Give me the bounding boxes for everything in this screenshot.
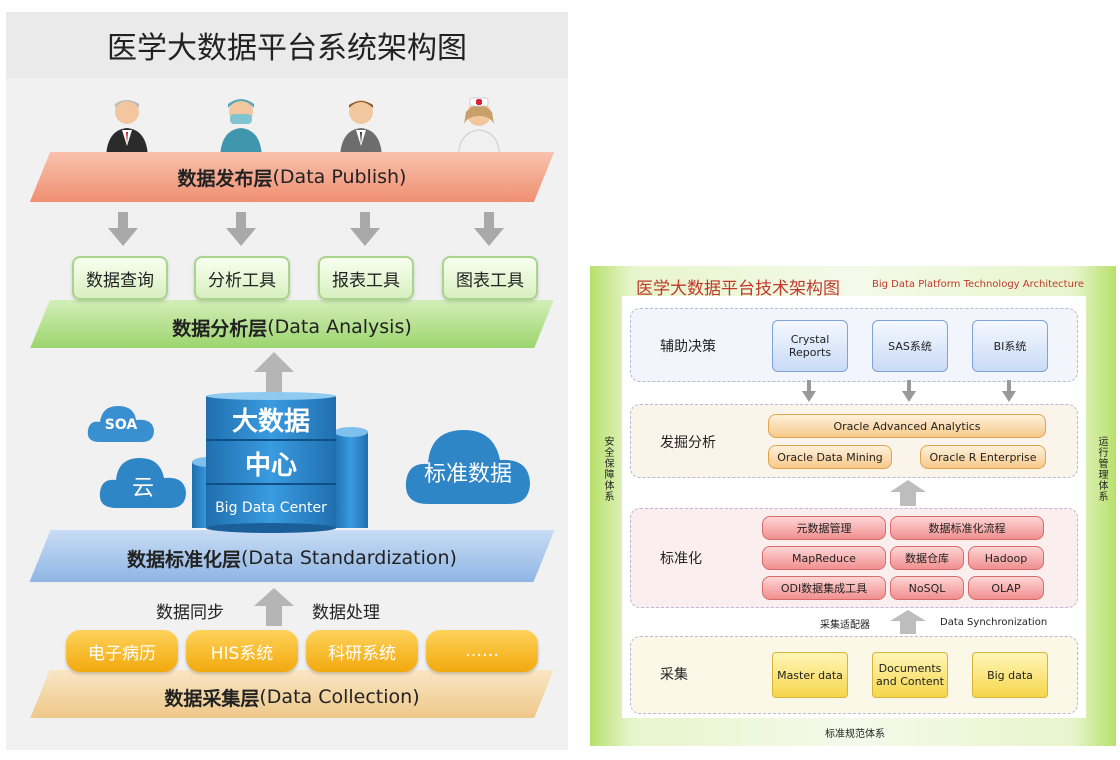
data-publish-layer-en: (Data Publish) (272, 166, 407, 188)
arrow-down-icon (226, 212, 256, 246)
odi-integration-box: ODI数据集成工具 (762, 576, 886, 600)
master-data-box: Master data (772, 652, 848, 698)
security-system-label: 安全保障体系 (602, 436, 613, 502)
oracle-data-mining-box: Oracle Data Mining (768, 445, 892, 469)
arrow-down-icon (902, 380, 916, 402)
big-data-center-database-icon (192, 392, 368, 533)
data-collection-layer-en: (Data Collection) (259, 686, 420, 708)
arrow-down-icon (350, 212, 380, 246)
source-his: HIS系统 (186, 630, 298, 672)
data-synchronization-label: Data Synchronization (940, 617, 1048, 628)
mapreduce-box: MapReduce (762, 546, 886, 570)
olap-box: OLAP (968, 576, 1044, 600)
arrow-down-icon (474, 212, 504, 246)
metadata-management-box: 元数据管理 (762, 516, 886, 540)
arrow-down-icon (1002, 380, 1016, 402)
data-standardization-process-box: 数据标准化流程 (890, 516, 1044, 540)
right-diagram-title: 医学大数据平台技术架构图 (636, 279, 840, 299)
data-standardization-layer-label: 数据标准化层(Data Standardization) (40, 534, 544, 582)
data-warehouse-box: 数据仓库 (890, 546, 964, 570)
arrow-down-icon (108, 212, 138, 246)
arrow-up-icon (890, 480, 926, 506)
data-process-label: 数据处理 (312, 603, 380, 623)
soa-cloud-icon (87, 406, 154, 442)
oracle-advanced-analytics-box: Oracle Advanced Analytics (768, 414, 1046, 438)
collector-adapter-label: 采集适配器 (820, 620, 870, 631)
collect-label: 采集 (660, 667, 688, 683)
data-analysis-layer-cn: 数据分析层 (172, 317, 268, 340)
bi-system-box: BI系统 (972, 320, 1048, 372)
surgeon-person-icon (220, 99, 262, 160)
yun-cloud-icon (99, 458, 186, 508)
crystal-reports-box: Crystal Reports (772, 320, 848, 372)
big-data-center-line2: 中心 (244, 450, 297, 481)
data-standardization-layer-en: (Data Standardization) (241, 547, 457, 569)
big-data-center-line1: 大数据 (231, 406, 310, 437)
big-data-center-line3: Big Data Center (215, 500, 327, 516)
source-more: …… (426, 630, 538, 672)
arrow-down-icon (802, 380, 816, 402)
standard-data-cloud-label: 标准数据 (423, 462, 512, 487)
documents-content-box: Documents and Content (872, 652, 948, 698)
arrow-up-icon (890, 610, 926, 634)
sas-system-box: SAS系统 (872, 320, 948, 372)
tool-analysis: 分析工具 (194, 256, 290, 300)
right-diagram-subtitle: Big Data Platform Technology Architectur… (872, 279, 1084, 290)
data-standardization-layer-cn: 数据标准化层 (127, 548, 242, 571)
arrow-up-icon (254, 588, 294, 626)
source-research: 科研系统 (306, 630, 418, 672)
data-sync-label: 数据同步 (156, 603, 224, 623)
data-collection-layer-label: 数据采集层 (Data Collection) (40, 676, 544, 718)
data-publish-layer-cn: 数据发布层 (177, 167, 273, 190)
operation-system-label: 运行管理体系 (1096, 436, 1107, 502)
nurse-person-icon (457, 97, 501, 160)
decision-label: 辅助决策 (660, 339, 716, 355)
mining-label: 发掘分析 (660, 435, 716, 451)
data-analysis-layer-en: (Data Analysis) (267, 316, 412, 338)
oracle-r-enterprise-box: Oracle R Enterprise (920, 445, 1046, 469)
tool-chart: 图表工具 (442, 256, 538, 300)
standardization-label: 标准化 (660, 551, 702, 567)
soa-cloud-label: SOA (104, 417, 138, 433)
arrow-up-icon (254, 352, 294, 396)
doctor-suit-person-icon (106, 100, 148, 160)
data-collection-layer-cn: 数据采集层 (164, 687, 260, 710)
big-data-box: Big data (972, 652, 1048, 698)
businessman-person-icon (340, 100, 382, 160)
hadoop-box: Hadoop (968, 546, 1044, 570)
data-analysis-layer-label: 数据分析层 (Data Analysis) (40, 306, 544, 348)
standard-spec-label: 标准规范体系 (825, 728, 885, 740)
standard-data-cloud-icon (405, 430, 530, 504)
left-diagram-title: 医学大数据平台系统架构图 (6, 12, 568, 78)
tool-data-query: 数据查询 (72, 256, 168, 300)
tool-report: 报表工具 (318, 256, 414, 300)
nosql-box: NoSQL (890, 576, 964, 600)
yun-cloud-label: 云 (131, 476, 154, 501)
source-emr: 电子病历 (66, 630, 178, 672)
data-publish-layer-label: 数据发布层 (Data Publish) (40, 152, 544, 202)
